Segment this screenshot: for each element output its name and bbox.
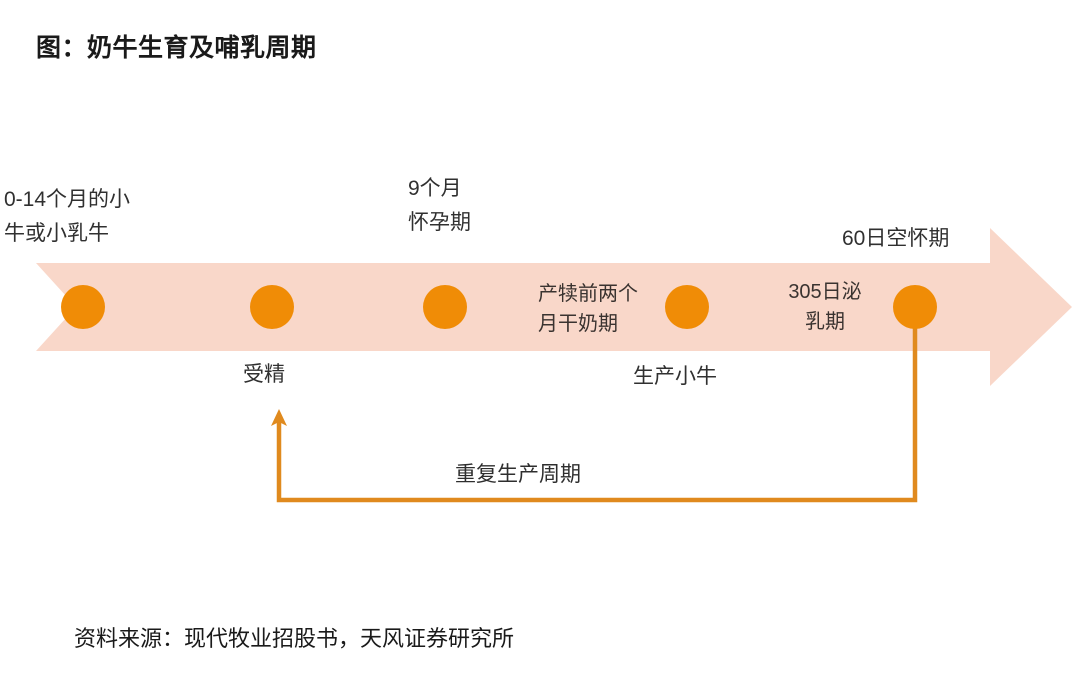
repeat-cycle-arrow — [276, 307, 918, 503]
timeline-arrow-band — [36, 228, 1072, 386]
timeline-nodes — [61, 285, 937, 329]
label-insemination: 受精 — [243, 363, 285, 386]
label-pregnancy: 9个月 怀孕期 — [408, 177, 471, 234]
label-open-days: 60日空怀期 — [842, 227, 950, 250]
timeline-node-1[interactable] — [61, 285, 105, 329]
label-calving: 生产小牛 — [633, 365, 717, 388]
label-lactation-period: 305日泌 乳期 — [788, 281, 862, 333]
repeat-cycle-arrowhead-icon — [271, 409, 287, 426]
page-title: 图：奶牛生育及哺乳周期 — [36, 34, 317, 62]
timeline-node-4[interactable] — [665, 285, 709, 329]
source-note: 资料来源：现代牧业招股书，天风证券研究所 — [74, 626, 515, 651]
timeline-node-2[interactable] — [250, 285, 294, 329]
label-calf-stage: 0-14个月的小 牛或小乳牛 — [4, 188, 131, 245]
timeline-node-3[interactable] — [423, 285, 467, 329]
timeline-node-5[interactable] — [893, 285, 937, 329]
label-repeat-cycle: 重复生产周期 — [455, 463, 581, 486]
label-dry-off-period: 产犊前两个 月干奶期 — [538, 283, 638, 335]
